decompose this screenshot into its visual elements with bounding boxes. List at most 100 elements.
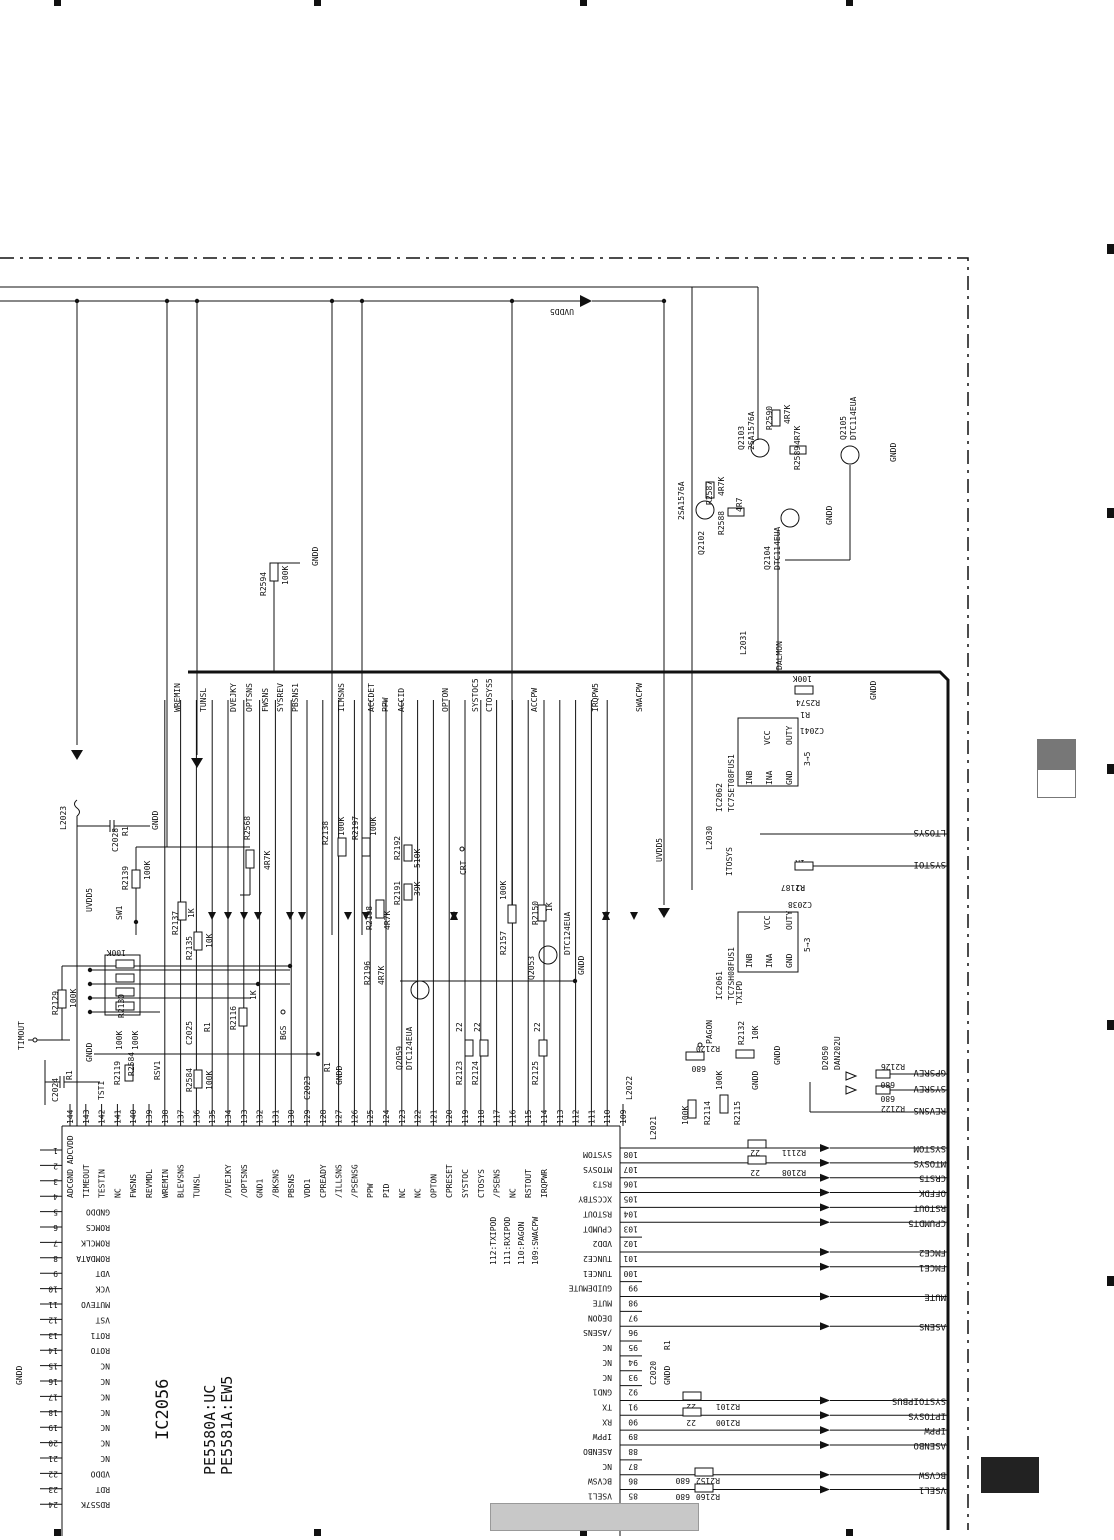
right-pin-number: 102 bbox=[623, 1239, 638, 1248]
right-pin-number: 88 bbox=[628, 1447, 638, 1456]
top-pin-name: VDD1 bbox=[303, 1179, 312, 1198]
extra-label-111: 111:RXIPOD bbox=[503, 1217, 512, 1265]
right-pin-number: 94 bbox=[628, 1358, 638, 1367]
crt-label: CRT bbox=[459, 860, 468, 875]
extra-label-110: 110:PAGON bbox=[517, 1221, 526, 1265]
right-pin-number: 92 bbox=[628, 1388, 638, 1397]
r2137-label: R2137 bbox=[171, 911, 180, 935]
top-pin-number: 109 bbox=[619, 1109, 628, 1124]
c2041-label: C2041 bbox=[800, 726, 824, 735]
extra-label-109: 109:SWACPW bbox=[531, 1217, 540, 1265]
right-net-label: BCVSW bbox=[918, 1470, 946, 1480]
r2196-value: 4R7K bbox=[377, 966, 386, 985]
r2129-label: R2129 bbox=[51, 991, 60, 1015]
r2119b-value: 100K bbox=[131, 1031, 140, 1050]
top-pin-name: PPW bbox=[366, 1183, 375, 1198]
page-corner-block bbox=[981, 1457, 1039, 1493]
top-pin-number: 117 bbox=[493, 1109, 502, 1124]
r2116-label: R2116 bbox=[229, 1006, 238, 1030]
registration-marks bbox=[54, 0, 1114, 1536]
top-pin-name: SYSTOC bbox=[461, 1169, 470, 1198]
c2038-value: R1 bbox=[795, 883, 805, 892]
top-pin-number: 135 bbox=[208, 1109, 217, 1124]
right-pin-number: 90 bbox=[628, 1417, 638, 1426]
gnd-c2024: GNDD bbox=[85, 1043, 94, 1062]
left-pin-name: ROMCLK bbox=[81, 1238, 110, 1247]
top-pin-number: 120 bbox=[445, 1109, 454, 1124]
top-net-label: OPTSNS bbox=[245, 683, 254, 712]
right-net-arrow bbox=[820, 1441, 830, 1449]
left-pin-number: 5 bbox=[53, 1208, 58, 1217]
pagon-label: PAGON bbox=[705, 1020, 714, 1044]
left-pin-name: VST bbox=[95, 1315, 110, 1324]
right-net-arrow bbox=[820, 1470, 830, 1479]
right-net-arrow bbox=[820, 1203, 830, 1212]
left-pin-number: 4 bbox=[53, 1192, 58, 1201]
uvdd5-label: UVDD5 bbox=[550, 307, 574, 316]
top-net-label: SYSREV bbox=[276, 683, 285, 712]
r2587-label: R2587 bbox=[705, 481, 714, 505]
top-pin-name: NC bbox=[398, 1188, 407, 1198]
gnd-r2574: GNDD bbox=[869, 681, 878, 700]
c2028-label: C2028 bbox=[111, 828, 120, 852]
ic2062-outy: OUTY bbox=[785, 726, 794, 745]
gnd-left-lower: GNDD bbox=[15, 1366, 24, 1385]
top-pin-name: TIMEOUT bbox=[82, 1164, 91, 1198]
top-pin-number: 114 bbox=[540, 1109, 549, 1124]
right-net-label: FMCE1 bbox=[919, 1262, 946, 1272]
top-pin-number: 125 bbox=[366, 1109, 375, 1124]
bus-input-arrow bbox=[298, 912, 306, 920]
top-pin-number: 133 bbox=[240, 1109, 249, 1124]
top-pin-name: /OPTSNS bbox=[240, 1164, 249, 1198]
d2050-label: D2050 bbox=[821, 1046, 830, 1070]
r2584b-label: R2584 bbox=[127, 1052, 136, 1076]
left-pin-name: NC bbox=[100, 1392, 110, 1401]
top-net-label: FWSNS bbox=[261, 688, 270, 712]
r2114-label: R2114 bbox=[703, 1101, 712, 1125]
top-net-label: WREMIN bbox=[173, 683, 182, 712]
ic2062-inb: INB bbox=[745, 770, 754, 785]
left-pin-name: MUTEVO bbox=[81, 1300, 110, 1309]
top-net-label: IRQPW5 bbox=[591, 683, 600, 712]
top-net-label: ILMSNS bbox=[337, 683, 346, 712]
r2119-value: 100K bbox=[115, 1031, 124, 1050]
left-pin-name: NC bbox=[100, 1423, 110, 1432]
right-pin-name: NC bbox=[602, 1343, 612, 1352]
top-net-label: ACCDET bbox=[367, 683, 376, 712]
right-pin-name: RST3 bbox=[593, 1180, 612, 1189]
r2152-value: 680 bbox=[675, 1476, 690, 1485]
right-net-arrow bbox=[820, 1188, 830, 1197]
r2191-value: 39K bbox=[413, 881, 422, 896]
r2191-label: R2191 bbox=[393, 881, 402, 905]
top-pin-lines bbox=[164, 700, 638, 1104]
left-pin-name: ROMCS bbox=[86, 1223, 110, 1232]
r2568-label: R2568 bbox=[243, 816, 252, 840]
left-pin-number: 3 bbox=[53, 1177, 58, 1186]
right-pin-name: DEQON bbox=[588, 1313, 612, 1322]
right-pin-name: NC bbox=[602, 1462, 612, 1471]
r2114-value: 100K bbox=[681, 1106, 690, 1125]
tsti-label: TSTI bbox=[97, 1081, 106, 1100]
top-pin-name: PID bbox=[382, 1183, 391, 1198]
top-pin-number: 122 bbox=[414, 1109, 423, 1124]
c2024-value: R1 bbox=[65, 1070, 74, 1080]
r2126-label: R2126 bbox=[881, 1062, 905, 1071]
r2124-label: R2124 bbox=[471, 1061, 480, 1085]
right-pin-number: 96 bbox=[628, 1328, 638, 1337]
right-net-arrow bbox=[820, 1396, 830, 1405]
top-pin-number: 129 bbox=[303, 1109, 312, 1124]
top-net-label: PBSNS1 bbox=[291, 683, 300, 712]
right-pin-name: CPUMDT bbox=[583, 1224, 612, 1233]
right-net-label: SYSTOM bbox=[913, 1143, 946, 1153]
left-pin-number: 2 bbox=[53, 1161, 58, 1170]
right-pin-name: VSEL1 bbox=[588, 1492, 612, 1501]
right-net-label: IPTOSYS bbox=[908, 1410, 946, 1420]
d2050-part: DAN202U bbox=[833, 1036, 842, 1070]
top-pin-number: 111 bbox=[587, 1109, 596, 1124]
txipd-label: TXIPD bbox=[735, 981, 744, 1005]
r2138-label: R2138 bbox=[321, 821, 330, 845]
right-pin-number: 87 bbox=[628, 1462, 638, 1471]
r2120-value: 680 bbox=[691, 1064, 706, 1073]
gnd-r2594: GNDD bbox=[311, 547, 320, 566]
ic2061-outy: OUTY bbox=[785, 911, 794, 930]
